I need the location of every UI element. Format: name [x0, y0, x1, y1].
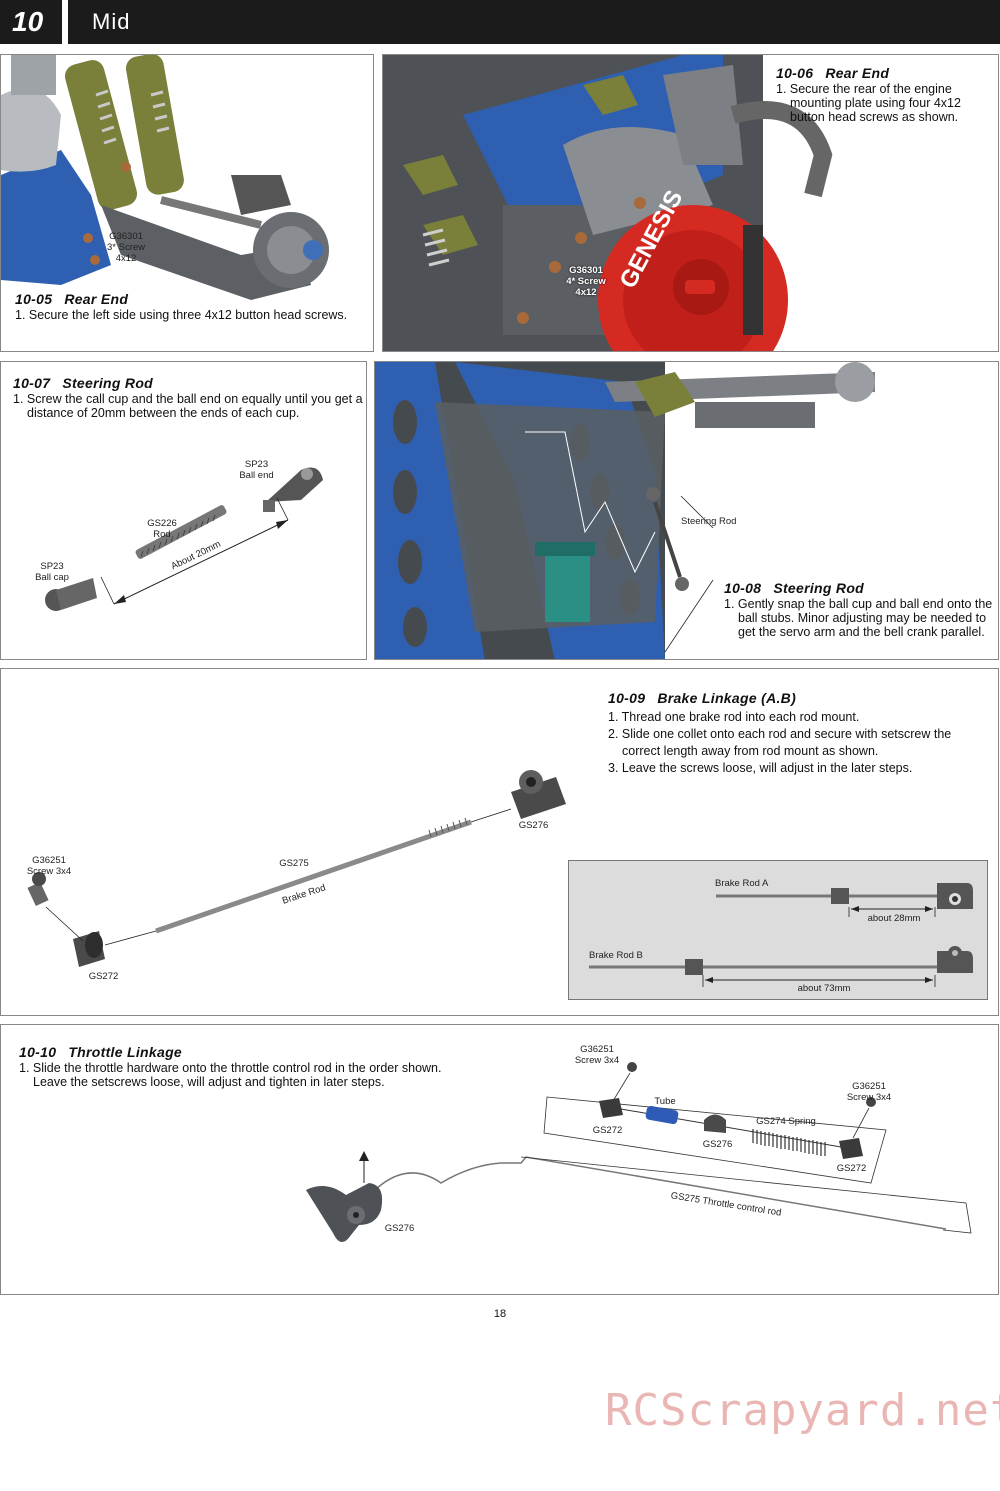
brake-linkage-diagram	[27, 770, 566, 967]
label-brake-rod-a: Brake Rod A	[715, 878, 769, 889]
steering-rod-diagram	[45, 467, 323, 611]
label-spring: GS274 Spring	[756, 1116, 816, 1127]
chapter-title: Mid	[92, 9, 131, 34]
step-text-10-07: 1. Screw the call cup and the ball end o…	[13, 392, 363, 420]
step-text-10-09: 1. Thread one brake rod into each rod mo…	[608, 710, 952, 775]
throttle-linkage-diagram	[306, 1062, 972, 1243]
page-number: 18	[493, 1308, 507, 1320]
brake-rod-detail-diagram	[589, 883, 973, 987]
label-mount: GS276	[518, 820, 549, 831]
step-text-10-08: 1. Gently snap the ball cup and ball end…	[724, 597, 993, 639]
label-collet: GS272	[88, 971, 119, 982]
label-collet-2: GS272	[836, 1163, 867, 1174]
step-text-10-05: 1. Secure the left side using three 4x12…	[15, 308, 348, 322]
page-header: 10 Mid	[0, 0, 1000, 44]
label-steering-rod: Steering Rod	[681, 516, 737, 527]
watermark: RCScrapyard.net	[605, 1385, 1000, 1436]
label-brake-rod-code: GS275	[279, 858, 309, 869]
label-distance-a: about 28mm	[867, 913, 921, 924]
rear-end-engine-illustration: GENESIS	[383, 55, 998, 351]
step-text-10-10: 1. Slide the throttle hardware onto the …	[19, 1061, 442, 1089]
label-distance-b: about 73mm	[797, 983, 851, 994]
chapter-number: 10	[0, 0, 68, 44]
label-collet-1: GS272	[592, 1125, 623, 1136]
label-brake-rod-b: Brake Rod B	[589, 950, 643, 961]
label-mount: GS276	[702, 1139, 733, 1150]
label-tube: Tube	[654, 1096, 676, 1107]
rear-end-left-illustration	[1, 55, 373, 351]
step-text-10-06: 1. Secure the rear of the engine mountin…	[776, 82, 961, 124]
label-throttle-arm: GS276	[384, 1223, 415, 1234]
steering-rod-install-illustration	[375, 362, 998, 659]
brake-rod-detail-inset: Brake Rod A about 28mm Brake Rod B about…	[568, 860, 988, 1000]
